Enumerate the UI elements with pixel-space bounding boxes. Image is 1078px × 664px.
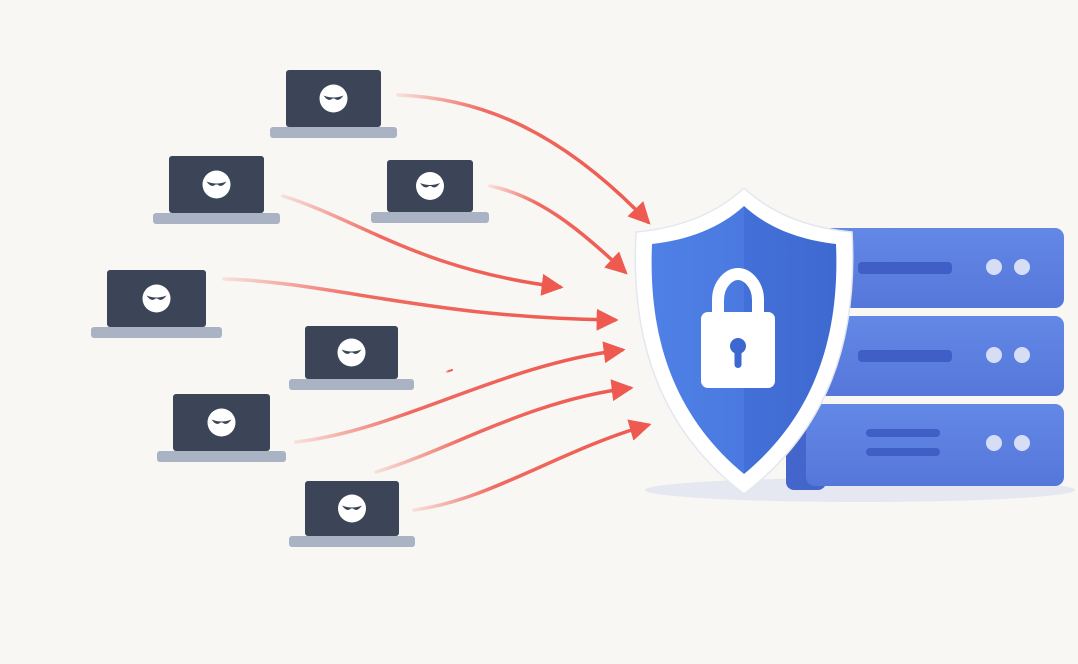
attack-arrow-icon [396, 93, 651, 225]
masked-attacker-icon [416, 172, 444, 200]
padlock-icon [701, 267, 775, 388]
laptop-icon [153, 156, 280, 224]
server-unit-front [806, 404, 1064, 486]
masked-attacker-icon [338, 494, 366, 523]
padlock-keyhole [730, 338, 746, 354]
attack-arrow-icon [412, 419, 652, 512]
laptop-icon [270, 70, 397, 138]
laptop-icon [91, 270, 222, 338]
shield-icon [634, 186, 854, 495]
laptop-base [91, 327, 222, 338]
laptop-icon [371, 160, 489, 223]
attack-arrow-icon [294, 341, 626, 444]
laptop-icon [157, 394, 286, 462]
attacker-mask [323, 95, 344, 100]
attacker-mask [211, 419, 232, 424]
attacker-laptops [91, 70, 489, 547]
masked-attacker-icon [142, 284, 171, 313]
attacker-mask [206, 181, 227, 186]
attacker-mask [420, 183, 440, 188]
laptop-base [153, 213, 280, 224]
server-led [986, 259, 1002, 275]
server-led [986, 435, 1002, 451]
laptop-base [289, 379, 414, 390]
attacker-mask [342, 505, 362, 510]
masked-attacker-icon [337, 338, 366, 367]
masked-attacker-icon [202, 170, 231, 199]
server-unit [786, 404, 1064, 490]
attack-arrow-icon [222, 277, 619, 331]
attacker-mask [146, 295, 167, 300]
server-led [1014, 435, 1030, 451]
padlock-keyhole-slot [734, 348, 742, 368]
server-slot [866, 429, 940, 437]
attack-arrow-icon [488, 184, 628, 275]
server-slot [866, 448, 940, 456]
laptop-base [371, 212, 489, 223]
laptop-base [270, 127, 397, 138]
laptop-icon [289, 481, 415, 547]
laptop-base [289, 536, 415, 547]
laptop-base [157, 451, 286, 462]
laptop-icon [289, 326, 414, 390]
masked-attacker-icon [207, 408, 236, 437]
server-led [1014, 259, 1030, 275]
attacker-mask [341, 349, 362, 354]
attack-arrows [222, 93, 652, 512]
padlock-shackle [712, 267, 764, 322]
server-led [1014, 347, 1030, 363]
attack-arrow-icon [281, 194, 564, 296]
attack-arrow-icon [445, 369, 453, 373]
attack-arrow-icon [374, 379, 634, 474]
server-led [986, 347, 1002, 363]
masked-attacker-icon [319, 84, 348, 113]
server-slot [858, 262, 952, 274]
server-slot [858, 350, 952, 362]
